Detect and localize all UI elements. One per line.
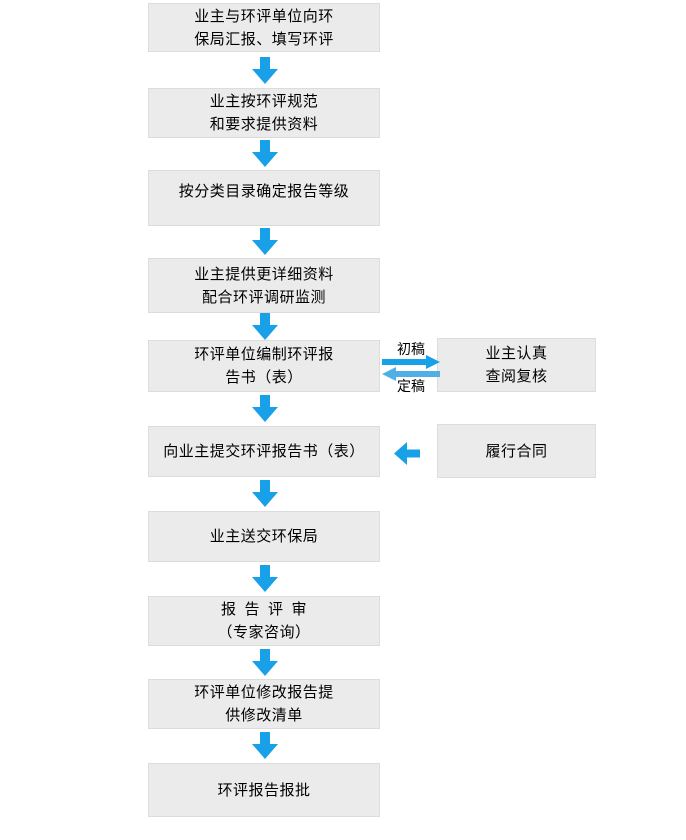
flow-step-report-review: 报 告 评 审 （专家咨询） [148,596,380,646]
flow-step-label: 业主认真 查阅复核 [485,345,548,385]
flow-step-label: 环评单位修改报告提 供修改清单 [194,684,334,724]
flow-step-initial-report: 业主与环评单位向环 保局汇报、填写环评 [148,3,380,52]
flow-step-compile-report: 环评单位编制环评报 告书（表） [148,340,380,392]
flow-step-report-approval: 环评报告报批 [148,763,380,817]
flow-step-label: 按分类目录确定报告等级 [178,183,350,200]
flow-step-determine-report-level: 按分类目录确定报告等级 [148,170,380,226]
flow-step-label: 报 告 评 审 （专家咨询） [217,601,311,641]
arrow-left-icon [394,442,420,465]
arrow-down-icon [252,565,278,592]
flow-step-submit-report-to-owner: 向业主提交环评报告书（表） [148,426,380,477]
flow-step-detailed-materials: 业主提供更详细资料 配合环评调研监测 [148,258,380,313]
flow-step-label: 履行合同 [485,442,548,460]
flow-step-revise-report: 环评单位修改报告提 供修改清单 [148,679,380,729]
arrow-right-icon [382,355,440,369]
flow-step-label: 业主按环评规范 和要求提供资料 [209,93,319,133]
arrow-down-icon [252,57,278,84]
arrow-down-icon [252,228,278,255]
arrow-down-icon [252,732,278,759]
arrow-down-icon [252,649,278,676]
draft-label: 初稿 [397,341,425,357]
exchange-arrows-icon [382,355,440,381]
flow-step-fulfill-contract: 履行合同 [437,424,596,478]
final-label: 定稿 [397,378,425,394]
flow-step-label: 环评报告报批 [217,781,311,799]
arrow-down-icon [252,313,278,340]
flow-step-owner-submit-epb: 业主送交环保局 [148,511,380,562]
arrow-down-icon [252,140,278,167]
arrow-left-icon [382,367,440,381]
arrow-down-icon [252,480,278,507]
arrow-down-icon [252,395,278,422]
flow-step-label: 业主送交环保局 [209,528,319,545]
flow-step-label: 环评单位编制环评报 告书（表） [194,346,334,386]
flow-step-label: 业主提供更详细资料 配合环评调研监测 [194,265,334,306]
flow-step-owner-review: 业主认真 查阅复核 [437,338,596,392]
flow-step-label: 业主与环评单位向环 保局汇报、填写环评 [194,7,334,48]
flow-step-label: 向业主提交环评报告书（表） [163,443,365,460]
flow-step-provide-materials: 业主按环评规范 和要求提供资料 [148,88,380,138]
